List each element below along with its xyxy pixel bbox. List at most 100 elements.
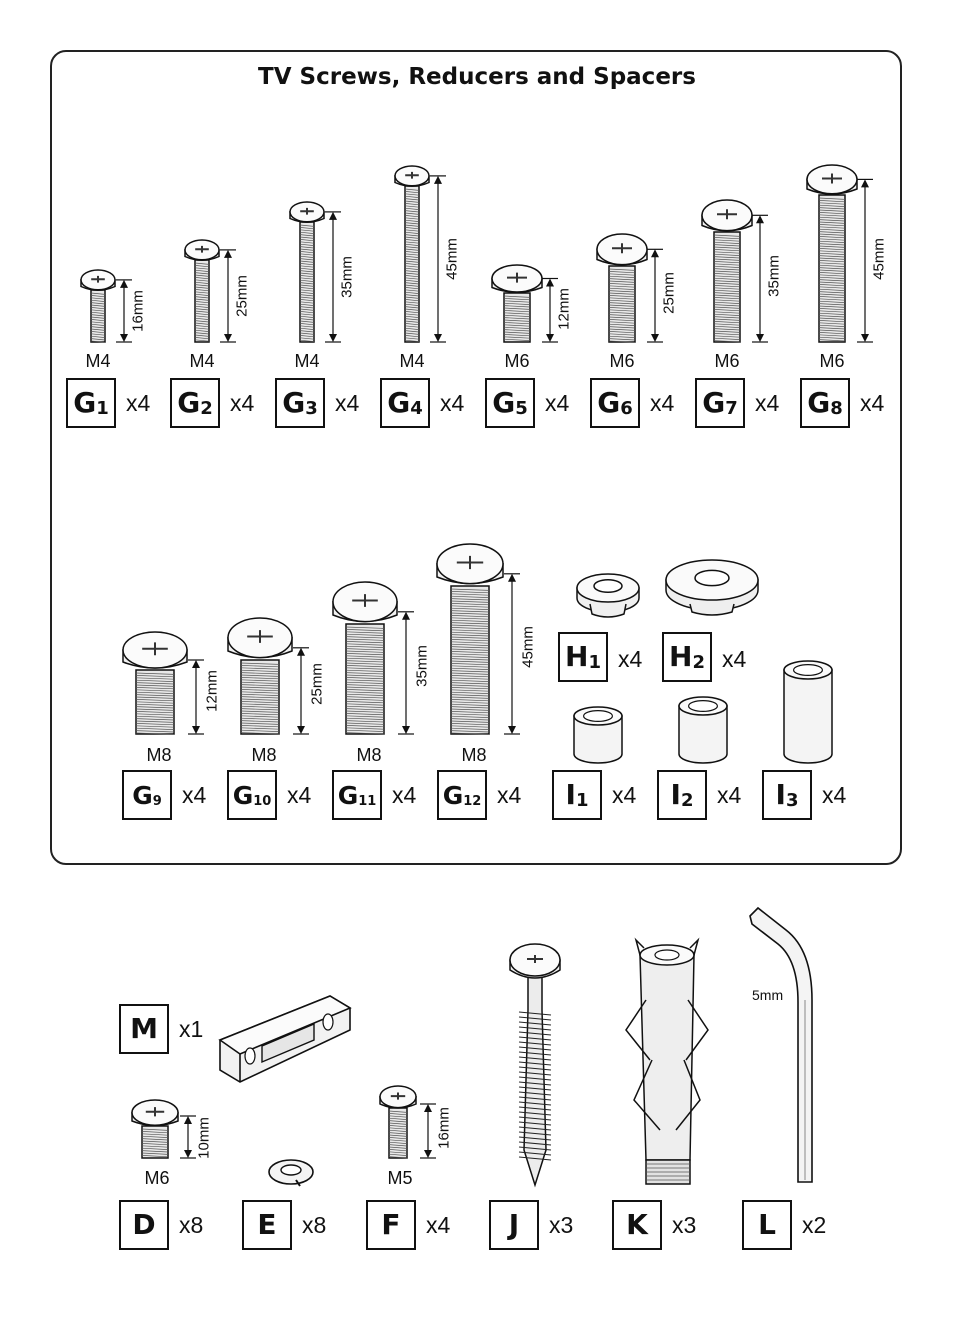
thread-line [194, 303, 210, 306]
thread-line [240, 715, 280, 718]
part-badge-i3-letter: I [775, 778, 786, 811]
thread-line [713, 244, 741, 247]
thread-size-label: M6 [504, 351, 530, 371]
spacer-body [678, 705, 728, 764]
screw-g11-icon [332, 581, 398, 735]
thread-line [608, 304, 636, 307]
thread-line [404, 188, 420, 191]
thread-line [818, 276, 846, 279]
thread-line [345, 648, 385, 651]
thread-line [608, 285, 636, 288]
phillips-recess-icon [91, 275, 105, 283]
thread-line [135, 718, 175, 721]
thread-line [404, 246, 420, 249]
thread-line [388, 1139, 408, 1142]
thread-line [818, 284, 846, 287]
thread-line [518, 1031, 552, 1036]
thread-line [713, 237, 741, 240]
thread-line [141, 1138, 169, 1141]
thread-line [194, 308, 210, 311]
thread-size-label: M8 [356, 745, 382, 765]
thread-line [713, 299, 741, 302]
thread-line [240, 693, 280, 696]
thread-line [388, 1149, 408, 1152]
thread-line [194, 313, 210, 316]
thread-line [518, 1041, 552, 1046]
part-badge-g9-subscript: 9 [152, 794, 162, 809]
thread-line [194, 269, 210, 272]
part-badge-h1-letter: H [565, 640, 589, 673]
thread-line [135, 720, 175, 723]
thread-line [299, 303, 315, 306]
thread-line [194, 291, 210, 294]
thread-line [450, 701, 490, 704]
thread-line [388, 1113, 408, 1116]
thread-line [608, 280, 636, 283]
screw-shank [194, 259, 210, 343]
part-badge-j-letter: J [508, 1208, 520, 1241]
thread-line [450, 617, 490, 620]
thread-line [818, 303, 846, 306]
thread-line [388, 1127, 408, 1130]
thread-line [608, 297, 636, 300]
thread-line [404, 260, 420, 263]
thread-line [450, 708, 490, 711]
thread-line [240, 665, 280, 668]
clip-slot [261, 1022, 315, 1064]
thread-line [450, 725, 490, 728]
part-badge-d-letter: D [132, 1208, 156, 1241]
thread-line [194, 334, 210, 337]
thread-line [299, 270, 315, 273]
reducer-h2-icon [665, 559, 759, 611]
thread-line [135, 677, 175, 680]
thread-line [299, 296, 315, 299]
thread-line [608, 271, 636, 274]
thread-line [608, 326, 636, 329]
thread-line [345, 643, 385, 646]
thread-line [404, 270, 420, 273]
thread-line [818, 286, 846, 289]
thread-line [345, 672, 385, 675]
thread-line [388, 1144, 408, 1147]
spacer-i3-icon [783, 660, 833, 764]
thread-line [608, 335, 636, 338]
thread-line [518, 1116, 552, 1121]
thread-line [90, 331, 106, 334]
thread-line [404, 207, 420, 210]
thread-line [388, 1125, 408, 1128]
thread-line [90, 319, 106, 322]
thread-line [345, 722, 385, 725]
thread-line [518, 1111, 552, 1116]
thread-line [518, 1156, 552, 1161]
thread-line [713, 277, 741, 280]
thread-line [135, 703, 175, 706]
anchor-bore [654, 949, 680, 961]
thread-line [345, 729, 385, 732]
thread-line [299, 255, 315, 258]
thread-line [818, 228, 846, 231]
thread-line [450, 694, 490, 697]
thread-line [818, 248, 846, 251]
thread-line [299, 313, 315, 316]
reducer-h1-collar [589, 603, 627, 618]
thread-line [135, 672, 175, 675]
thread-line [503, 307, 531, 310]
phillips-recess-icon [527, 955, 543, 963]
thread-line [818, 257, 846, 260]
thread-line [818, 336, 846, 339]
thread-line [299, 337, 315, 340]
thread-line [90, 314, 106, 317]
thread-line [404, 236, 420, 239]
thread-line [818, 327, 846, 330]
spacer-bore [792, 663, 823, 676]
thread-line [518, 1091, 552, 1096]
part-badge-h1-subscript: 1 [588, 652, 601, 673]
thread-line [503, 334, 531, 337]
thread-line [450, 588, 490, 591]
thread-line [450, 658, 490, 661]
thread-line [299, 279, 315, 282]
thread-line [194, 274, 210, 277]
thread-line [141, 1150, 169, 1153]
